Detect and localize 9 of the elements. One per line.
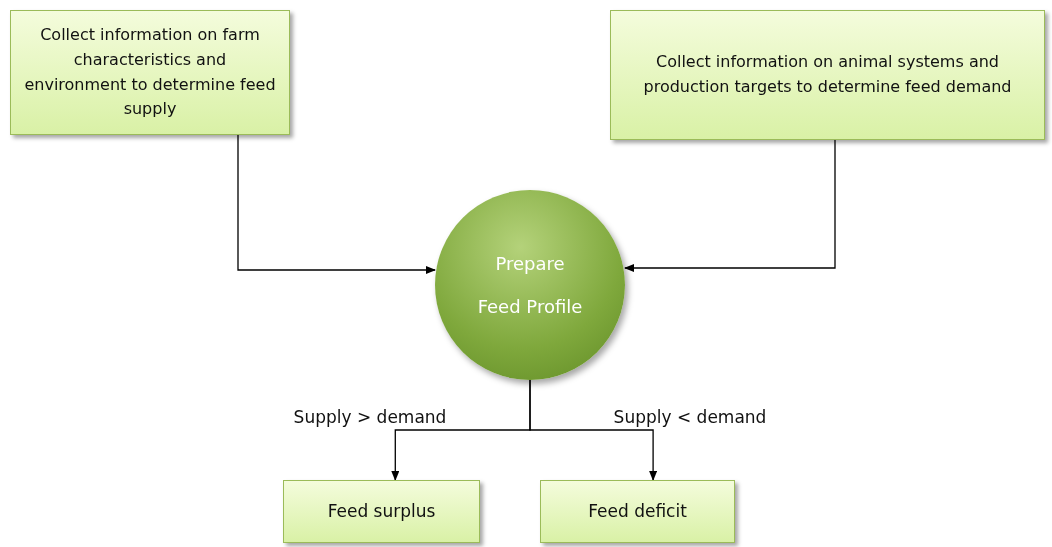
process-box: Collect information on animal systems and production targets to determine feed demand [610, 10, 1045, 140]
arrow [237, 134, 436, 274]
arrow [529, 379, 658, 481]
process-box: Collect information on farm characteristics and environment to determine feed supply [10, 10, 290, 135]
arrow [624, 139, 836, 272]
node-text: Feed Profile [477, 296, 583, 317]
node-text: Prepare [495, 253, 565, 274]
process-box: Feed deficit [540, 480, 735, 543]
process-box: Feed surplus [283, 480, 480, 543]
